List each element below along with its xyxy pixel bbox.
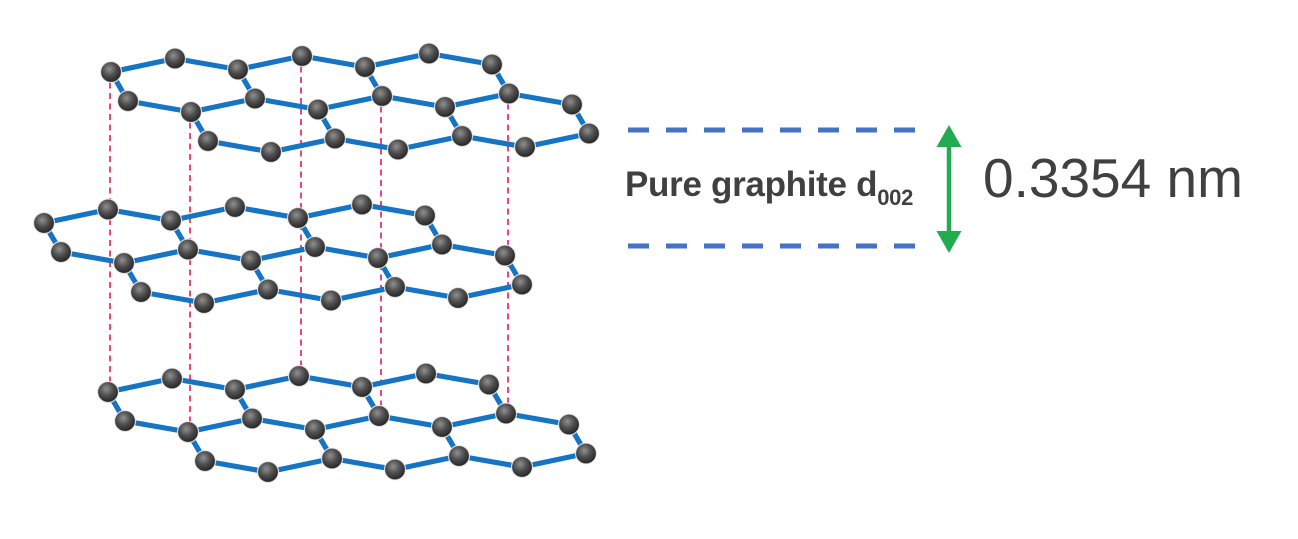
carbon-atom	[319, 289, 343, 312]
carbon-atom	[287, 364, 311, 388]
graphene-top-layer	[99, 42, 601, 164]
carbon-atom	[243, 87, 267, 110]
spacing-label: Pure graphite d002	[625, 165, 913, 210]
carbon-atom	[413, 204, 437, 227]
carbon-atom	[223, 378, 247, 401]
carbon-atom	[32, 211, 56, 235]
carbon-atom	[433, 95, 457, 119]
carbon-atom	[129, 280, 153, 304]
carbon-atom	[223, 195, 247, 219]
carbon-atom	[99, 60, 123, 84]
carbon-atom	[303, 418, 327, 441]
carbon-atom	[383, 458, 407, 481]
carbon-atom	[446, 286, 470, 310]
carbon-atom	[306, 98, 330, 121]
carbon-atom	[414, 362, 438, 385]
carbon-atom	[112, 251, 136, 275]
carbon-atom	[163, 47, 187, 70]
carbon-atom	[323, 127, 347, 150]
carbon-atom	[176, 238, 200, 261]
carbon-atom	[113, 409, 137, 433]
graphene-middle-layer	[32, 193, 534, 315]
graphene-bottom-layer	[96, 362, 598, 484]
carbon-atom	[96, 198, 120, 221]
carbon-atom	[350, 375, 374, 399]
carbon-atom	[303, 235, 327, 259]
carbon-atom	[430, 233, 454, 256]
graphene-layers	[32, 42, 601, 484]
carbon-atom	[116, 89, 140, 113]
carbon-atom	[560, 93, 584, 116]
carbon-atom	[477, 373, 501, 396]
carbon-atom	[383, 275, 407, 299]
spacing-double-arrow	[936, 125, 962, 253]
carbon-atom	[497, 82, 521, 105]
carbon-atom	[49, 240, 73, 264]
carbon-atom	[179, 100, 203, 124]
carbon-atom	[493, 244, 517, 267]
carbon-atom	[256, 278, 280, 301]
carbon-atom	[480, 53, 504, 76]
arrow-head-down-icon	[936, 231, 962, 253]
carbon-atom	[193, 449, 217, 473]
carbon-atom	[239, 249, 263, 272]
carbon-atom	[286, 206, 310, 230]
carbon-atom	[159, 209, 183, 232]
carbon-atom	[259, 140, 283, 164]
carbon-atom	[353, 55, 377, 79]
carbon-atom	[447, 444, 471, 468]
carbon-atom	[450, 124, 474, 148]
carbon-atom	[176, 420, 200, 444]
carbon-atom	[430, 415, 454, 439]
arrow-head-up-icon	[936, 125, 962, 147]
carbon-atom	[366, 246, 390, 270]
carbon-atom	[192, 291, 216, 315]
carbon-atom	[417, 42, 441, 65]
carbon-atom	[96, 380, 120, 404]
spacing-value: 0.3354 nm	[983, 147, 1243, 209]
carbon-atom	[510, 273, 534, 296]
carbon-atom	[160, 367, 184, 390]
carbon-atom	[513, 135, 537, 159]
carbon-atom	[510, 455, 534, 479]
carbon-atom	[494, 402, 518, 425]
carbon-atom	[320, 447, 344, 470]
carbon-atom	[196, 129, 220, 153]
carbon-atom	[290, 44, 314, 68]
carbon-atom	[577, 122, 601, 145]
spacing-annotation: Pure graphite d002 0.3354 nm	[625, 125, 1243, 253]
carbon-atom	[574, 442, 598, 465]
carbon-atom	[370, 84, 394, 108]
carbon-atom	[240, 407, 264, 430]
carbon-atom	[256, 460, 280, 484]
carbon-atom	[226, 58, 250, 81]
carbon-atom	[367, 404, 391, 428]
carbon-atom	[350, 193, 374, 216]
carbon-atom	[557, 413, 581, 436]
carbon-atom	[386, 138, 410, 161]
